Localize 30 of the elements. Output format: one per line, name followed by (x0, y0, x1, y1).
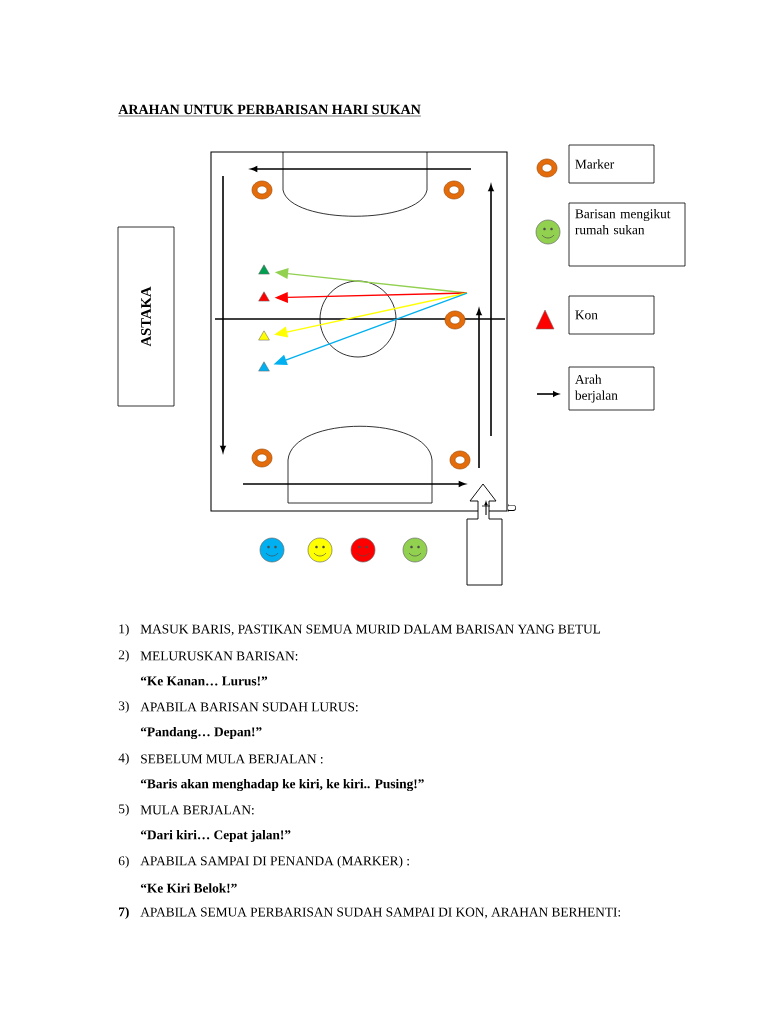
step-number: 7) (119, 906, 129, 920)
cone (258, 291, 270, 302)
command-text: “Dari kiri… Cepat jalan!” (140, 829, 291, 843)
step-text: MASUK BARIS, PASTIKAN SEMUA MURID DALAM BARISAN YANG BETUL (140, 624, 601, 636)
step-text: SEBELUM MULA BERJALAN : (141, 754, 323, 764)
legend-box: Marker (568, 144, 655, 184)
legend-box: Arah berjalan (568, 366, 655, 411)
command-text: “Baris akan menghadap ke kiri, ke kiri.. Pusing!” (140, 778, 424, 792)
step-number: 4) (118, 752, 129, 766)
step-text: APABILA SAMPAI DI PENANDA (MARKER) : (140, 855, 409, 869)
stage-box: ASTAKA (117, 226, 175, 407)
title: ARAHAN UNTUK PERBARISAN HARI SUKAN (118, 104, 422, 117)
step-text: APABILA SEMUA PERBARISAN SUDAH SAMPAI DI KON, ARAHAN BERHENTI: (140, 907, 621, 919)
command-text: “Pandang… Depan!” (140, 726, 262, 740)
cone (258, 361, 270, 372)
step-text: MULA BERJALAN: (140, 805, 254, 815)
legend-box: Barisan mengikut rumah sukan (568, 202, 686, 267)
step-number: 6) (118, 855, 129, 869)
command-text: “Ke Kiri Belok!” (140, 883, 237, 893)
step-number: 2) (118, 649, 129, 663)
step-number: 5) (119, 803, 129, 817)
step-text: MELURUSKAN BARISAN: (140, 651, 298, 661)
command-text: “Ke Kanan… Lurus!” (140, 676, 268, 686)
step-number: 1) (119, 623, 129, 637)
cone (258, 330, 270, 341)
north-label: U (508, 503, 516, 513)
legend-box: Kon (568, 295, 655, 335)
step-text: APABILA BARISAN SUDAH LURUS: (140, 702, 358, 712)
cone (258, 264, 270, 275)
step-number: 3) (118, 700, 129, 714)
